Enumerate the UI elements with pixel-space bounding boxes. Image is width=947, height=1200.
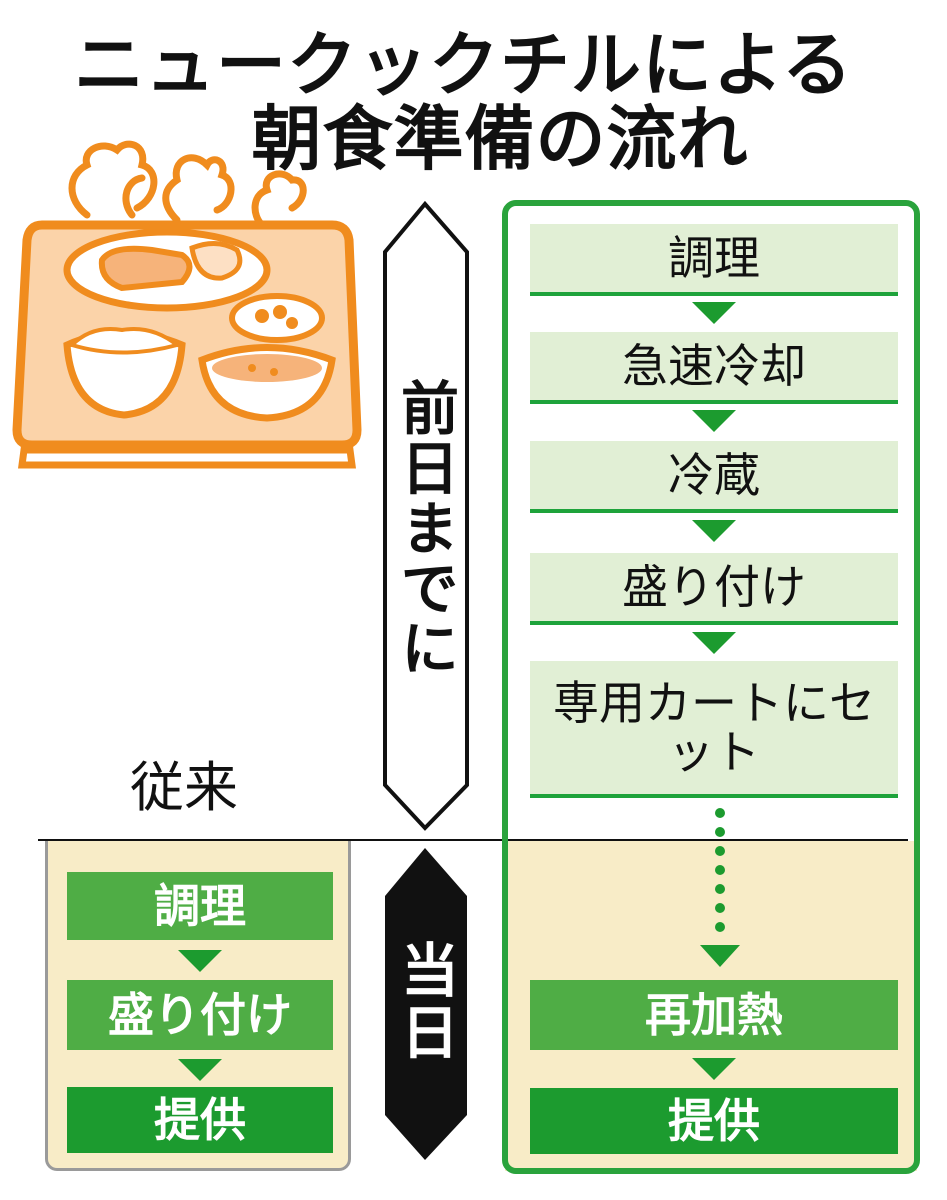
new-step-refrigerate: 冷蔵: [530, 441, 898, 513]
timeline-arrows: [383, 200, 469, 1160]
arrow-down-icon: [178, 950, 222, 972]
new-step-cook: 調理: [530, 224, 898, 296]
conventional-step-plating: 盛り付け: [67, 980, 333, 1050]
new-step-serve: 提供: [530, 1088, 898, 1154]
same-day-label: 当日: [391, 940, 459, 1064]
arrow-down-icon: [178, 1059, 222, 1081]
arrow-down-icon: [692, 632, 736, 654]
arrow-down-icon: [692, 520, 736, 542]
dotted-arrow-icon: [700, 808, 740, 967]
day-before-text: 前日までに: [391, 378, 459, 678]
title-line-2: 朝食準備の流れ: [251, 98, 749, 180]
new-step-set-cart: 専用カートにセット: [530, 661, 898, 798]
day-before-label: 前日までに: [391, 378, 459, 678]
new-step-rapid-cooling: 急速冷却: [530, 332, 898, 404]
conventional-step-serve: 提供: [67, 1087, 333, 1153]
new-step-reheat: 再加熱: [530, 980, 898, 1050]
title-line-1: ニュークックチルによる: [74, 24, 853, 106]
conventional-step-cook: 調理: [67, 872, 333, 940]
same-day-text: 当日: [391, 940, 459, 1064]
arrow-down-icon: [692, 302, 736, 324]
new-step-plating: 盛り付け: [530, 553, 898, 625]
arrow-down-icon: [692, 410, 736, 432]
newcookchill-panel: [502, 200, 920, 1174]
conventional-label: 従来: [130, 756, 238, 819]
new-step-set-cart-text: 専用カートにセット: [553, 676, 875, 779]
arrow-down-icon: [692, 1058, 736, 1080]
food-tray-icon: [12, 140, 362, 469]
timeline-divider: [38, 839, 908, 841]
